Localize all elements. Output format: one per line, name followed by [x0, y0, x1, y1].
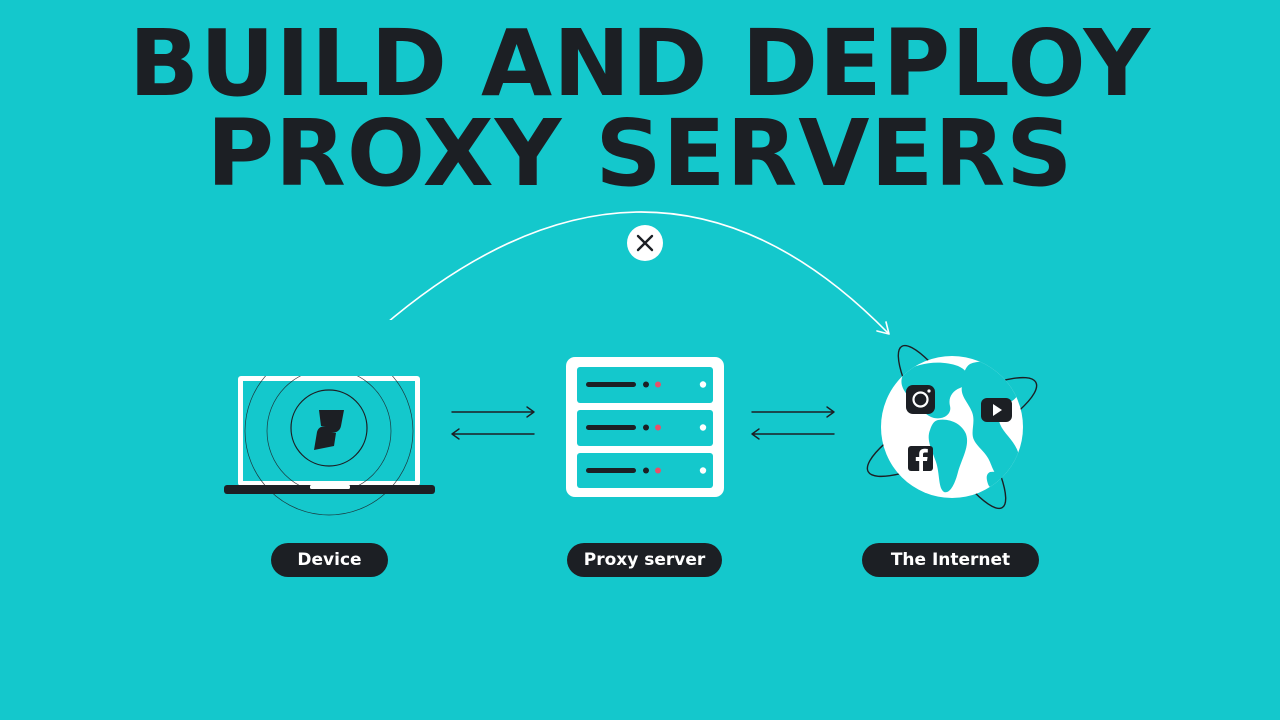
title-line-1: BUILD AND DEPLOY [128, 10, 1152, 117]
internet-label: The Internet [862, 543, 1039, 577]
proxy-server-label: Proxy server [567, 543, 722, 577]
proxy-internet-arrows [751, 406, 835, 440]
direct-route-arc [349, 211, 889, 357]
arrow-left-icon [451, 428, 535, 440]
server-status-light [655, 424, 661, 431]
server-unit-2 [577, 410, 713, 446]
server-unit-1 [577, 367, 713, 403]
arrow-right-icon [751, 406, 835, 418]
surfshark-logo-icon [314, 410, 344, 450]
instagram-icon [906, 385, 935, 414]
arrow-left-icon [751, 428, 835, 440]
laptop-icon [224, 320, 435, 516]
laptop-notch [310, 485, 350, 489]
server-unit-3 [577, 453, 713, 488]
youtube-icon [981, 398, 1012, 422]
server-status-light [655, 381, 661, 388]
server-rack-icon [566, 357, 724, 497]
arrow-right-icon [451, 406, 535, 418]
device-label: Device [271, 543, 388, 577]
laptop-base [224, 485, 435, 494]
blocked-marker [627, 225, 663, 261]
device-proxy-arrows [451, 406, 535, 440]
globe-icon [866, 344, 1038, 510]
laptop-ring-inner [290, 389, 368, 467]
direct-route-arrowhead [876, 321, 890, 335]
facebook-icon [908, 446, 933, 471]
close-icon [636, 234, 654, 252]
server-status-light [655, 467, 661, 474]
title-line-2: PROXY SERVERS [206, 100, 1074, 207]
